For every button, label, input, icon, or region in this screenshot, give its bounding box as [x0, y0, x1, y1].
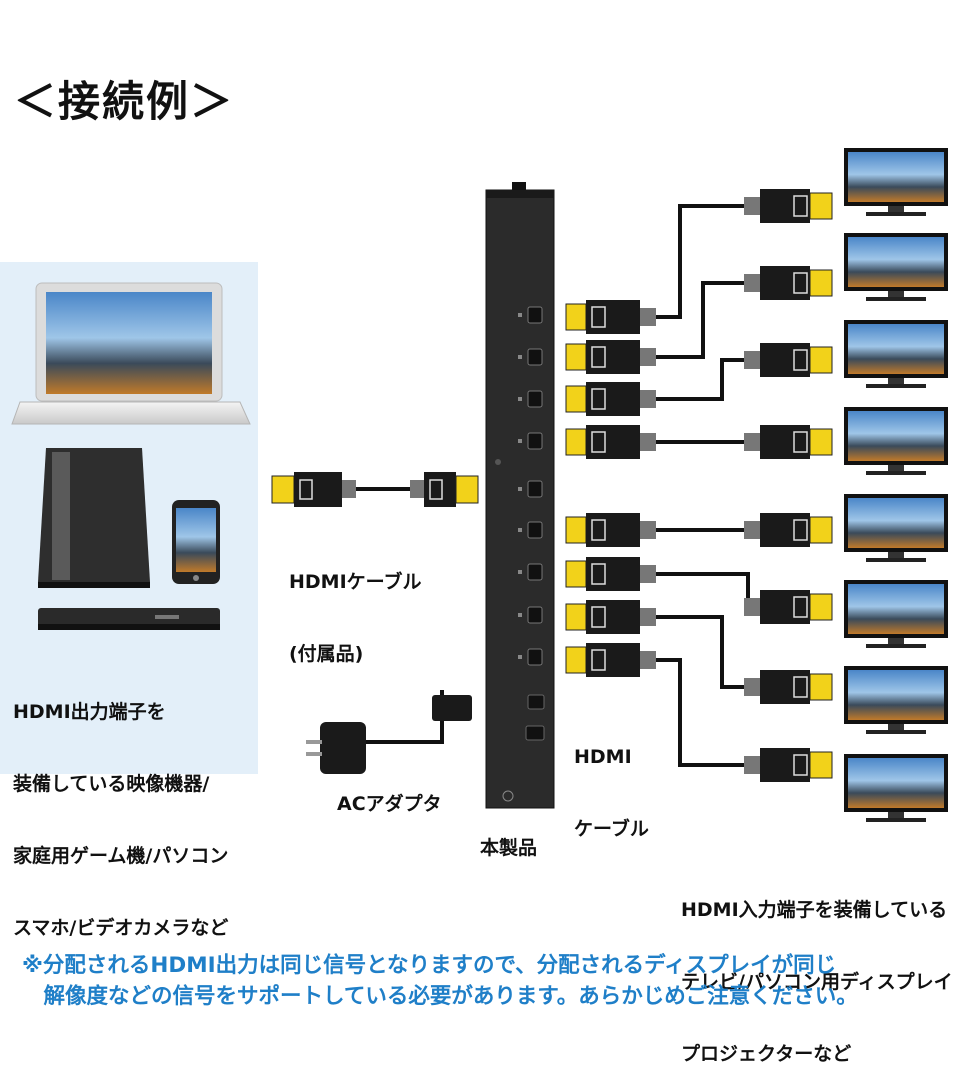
hdmi-cable-label: HDMI ケーブル	[574, 697, 649, 865]
hdmi-connector	[565, 513, 656, 547]
hdmi-connector	[565, 300, 656, 334]
hdmi-connector	[744, 748, 833, 782]
included-cable-label: HDMIケーブル (付属品)	[289, 522, 422, 690]
source-devices-label-line: スマホ/ビデオカメラなど	[13, 917, 229, 939]
splitter-device	[485, 182, 555, 809]
caution-note-line: ※分配されるHDMI出力は同じ信号となりますので、分配されるディスプレイが同じ	[22, 953, 837, 978]
tv-display-icon	[844, 754, 948, 822]
tv-display-icon	[844, 494, 948, 562]
source-devices-label-line: 装備している映像機器/	[13, 773, 210, 795]
hdmi-cable-label-line: HDMI	[574, 746, 632, 768]
hdmi-connector	[744, 590, 833, 624]
cable-line	[656, 281, 744, 359]
displays-label: HDMI入力端子を装備している テレビ/パソコン用ディスプレイ プロジェクターな…	[681, 850, 953, 1090]
hdmi-connector	[565, 340, 656, 374]
output-port	[518, 432, 543, 450]
hdmi-connector	[744, 266, 833, 300]
hdmi-connector	[565, 600, 656, 634]
included-cable-label-line: (付属品)	[289, 643, 364, 665]
hdmi-connector	[565, 643, 656, 677]
output-cables	[565, 189, 833, 782]
cable-line	[656, 204, 744, 319]
output-port	[518, 606, 543, 624]
output-port	[518, 648, 543, 666]
displays-label-line: テレビ/パソコン用ディスプレイ	[681, 971, 953, 993]
laptop-icon	[11, 282, 251, 425]
source-devices-label-line: 家庭用ゲーム機/パソコン	[13, 845, 229, 867]
hdmi-connector	[744, 343, 833, 377]
ac-adapter-icon	[306, 690, 472, 774]
included-hdmi-cable	[271, 472, 479, 507]
caution-note: ※分配されるHDMI出力は同じ信号となりますので、分配されるディスプレイが同じ …	[22, 950, 962, 1012]
hdmi-connector	[744, 513, 833, 547]
caution-note-line: 解像度などの信号をサポートしている必要があります。あらかじめご注意ください。	[22, 984, 858, 1009]
output-port	[518, 521, 543, 539]
display-group	[844, 148, 948, 822]
ac-adapter-label: ACアダプタ	[337, 793, 442, 815]
product-label: 本製品	[480, 837, 538, 859]
hdmi-connector	[744, 189, 833, 223]
included-cable-label-line: HDMIケーブル	[289, 571, 422, 593]
hdmi-connector	[565, 382, 656, 416]
smartphone-icon	[172, 500, 220, 584]
cable-line	[656, 658, 744, 767]
hdmi-cable-label-line: ケーブル	[574, 818, 649, 840]
source-devices-label: HDMI出力端子を 装備している映像機器/ 家庭用ゲーム機/パソコン スマホ/ビ…	[13, 652, 228, 964]
output-port	[518, 563, 543, 581]
hdmi-connector	[744, 670, 833, 704]
cable-line	[656, 358, 744, 401]
tv-display-icon	[844, 148, 948, 216]
cable-line	[656, 572, 750, 609]
displays-label-line: HDMI入力端子を装備している	[681, 899, 948, 921]
tv-display-icon	[844, 407, 948, 475]
output-port	[518, 348, 543, 366]
output-port	[518, 390, 543, 408]
source-devices-label-line: HDMI出力端子を	[13, 701, 166, 723]
tv-display-icon	[844, 320, 948, 388]
tv-display-icon	[844, 666, 948, 734]
tv-display-icon	[844, 233, 948, 301]
input-port	[518, 480, 543, 498]
hdmi-connector	[565, 557, 656, 591]
game-console-icon	[38, 448, 150, 588]
tv-display-icon	[844, 580, 948, 648]
page-title: ＜接続例＞	[14, 77, 235, 126]
output-port	[518, 306, 543, 324]
hdmi-connector	[744, 425, 833, 459]
displays-label-line: プロジェクターなど	[681, 1043, 852, 1065]
cable-line	[656, 615, 744, 689]
recorder-icon	[38, 608, 220, 630]
hdmi-connector	[565, 425, 656, 459]
